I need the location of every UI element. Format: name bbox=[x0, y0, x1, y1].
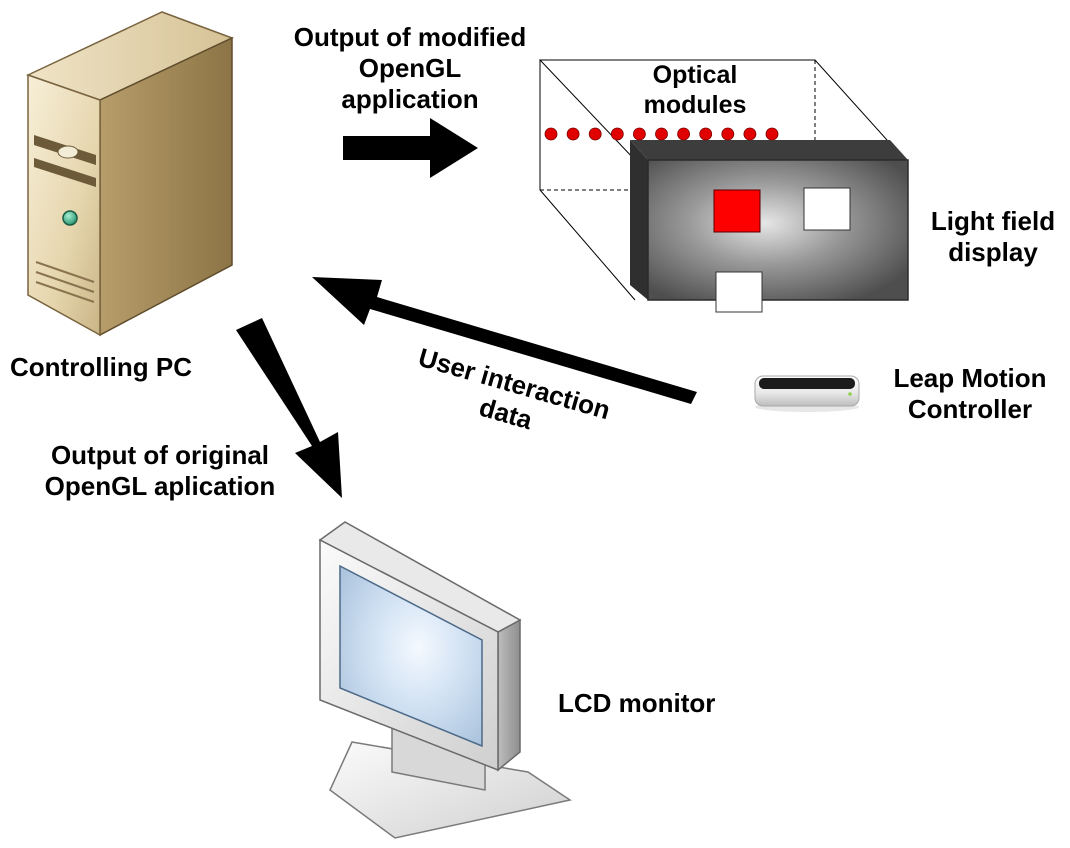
lcd-monitor-label: LCD monitor bbox=[558, 688, 716, 718]
pc-eject-button bbox=[57, 145, 79, 159]
lfd-red-square bbox=[713, 189, 761, 233]
arrow-to-controlling-pc bbox=[312, 277, 697, 404]
monitor-screen bbox=[339, 564, 483, 748]
optical-module-dot bbox=[588, 127, 602, 141]
optical-module-dot bbox=[721, 127, 735, 141]
optical-module-dot bbox=[655, 127, 668, 141]
pc-drive-bay-2 bbox=[34, 158, 96, 187]
optical-module-dot bbox=[699, 127, 713, 141]
pc-vent-2 bbox=[35, 271, 95, 293]
leap-motion-controller-icon bbox=[754, 375, 860, 412]
optical-module-dot bbox=[743, 127, 757, 141]
arrow-to-light-field-display bbox=[343, 118, 478, 178]
lfd-top-bezel bbox=[630, 140, 908, 160]
arrow-to-lcd-monitor bbox=[236, 318, 342, 498]
leap-top-glass bbox=[759, 378, 855, 389]
original-output-label: Output of original OpenGL aplication bbox=[44, 440, 276, 501]
lfd-white-square-right bbox=[803, 187, 851, 231]
light-field-display-label: Light field display bbox=[930, 206, 1056, 267]
desktop-tower-icon bbox=[26, 11, 234, 337]
lfd-side-bezel bbox=[630, 140, 648, 300]
optical-module-dot bbox=[633, 127, 646, 141]
leap-motion-label: Leap Motion Controller bbox=[893, 363, 1047, 424]
optical-module-dot bbox=[610, 127, 624, 141]
monitor-side bbox=[497, 618, 521, 772]
controlling-pc-label: Controlling PC bbox=[10, 352, 192, 382]
pc-power-button bbox=[62, 210, 78, 226]
lfd-white-square-bottom bbox=[715, 271, 763, 313]
optical-module-dots bbox=[544, 127, 779, 141]
optical-module-dot bbox=[566, 127, 580, 141]
optical-module-dot bbox=[544, 127, 558, 141]
lcd-monitor-icon bbox=[318, 521, 572, 839]
pc-vent-1 bbox=[35, 261, 95, 283]
modified-output-label: Output of modified OpenGL application bbox=[293, 22, 527, 114]
optical-module-dot bbox=[765, 127, 779, 141]
lfd-screen bbox=[647, 159, 909, 301]
optical-module-dot bbox=[677, 127, 690, 141]
lfd-bottom-left-edge bbox=[539, 189, 636, 301]
leap-status-led bbox=[848, 392, 852, 396]
pc-front-face bbox=[27, 73, 101, 337]
light-field-display-icon bbox=[538, 59, 909, 313]
pc-vent-3 bbox=[35, 281, 95, 303]
optical-modules-label: Optical modules bbox=[643, 61, 747, 119]
